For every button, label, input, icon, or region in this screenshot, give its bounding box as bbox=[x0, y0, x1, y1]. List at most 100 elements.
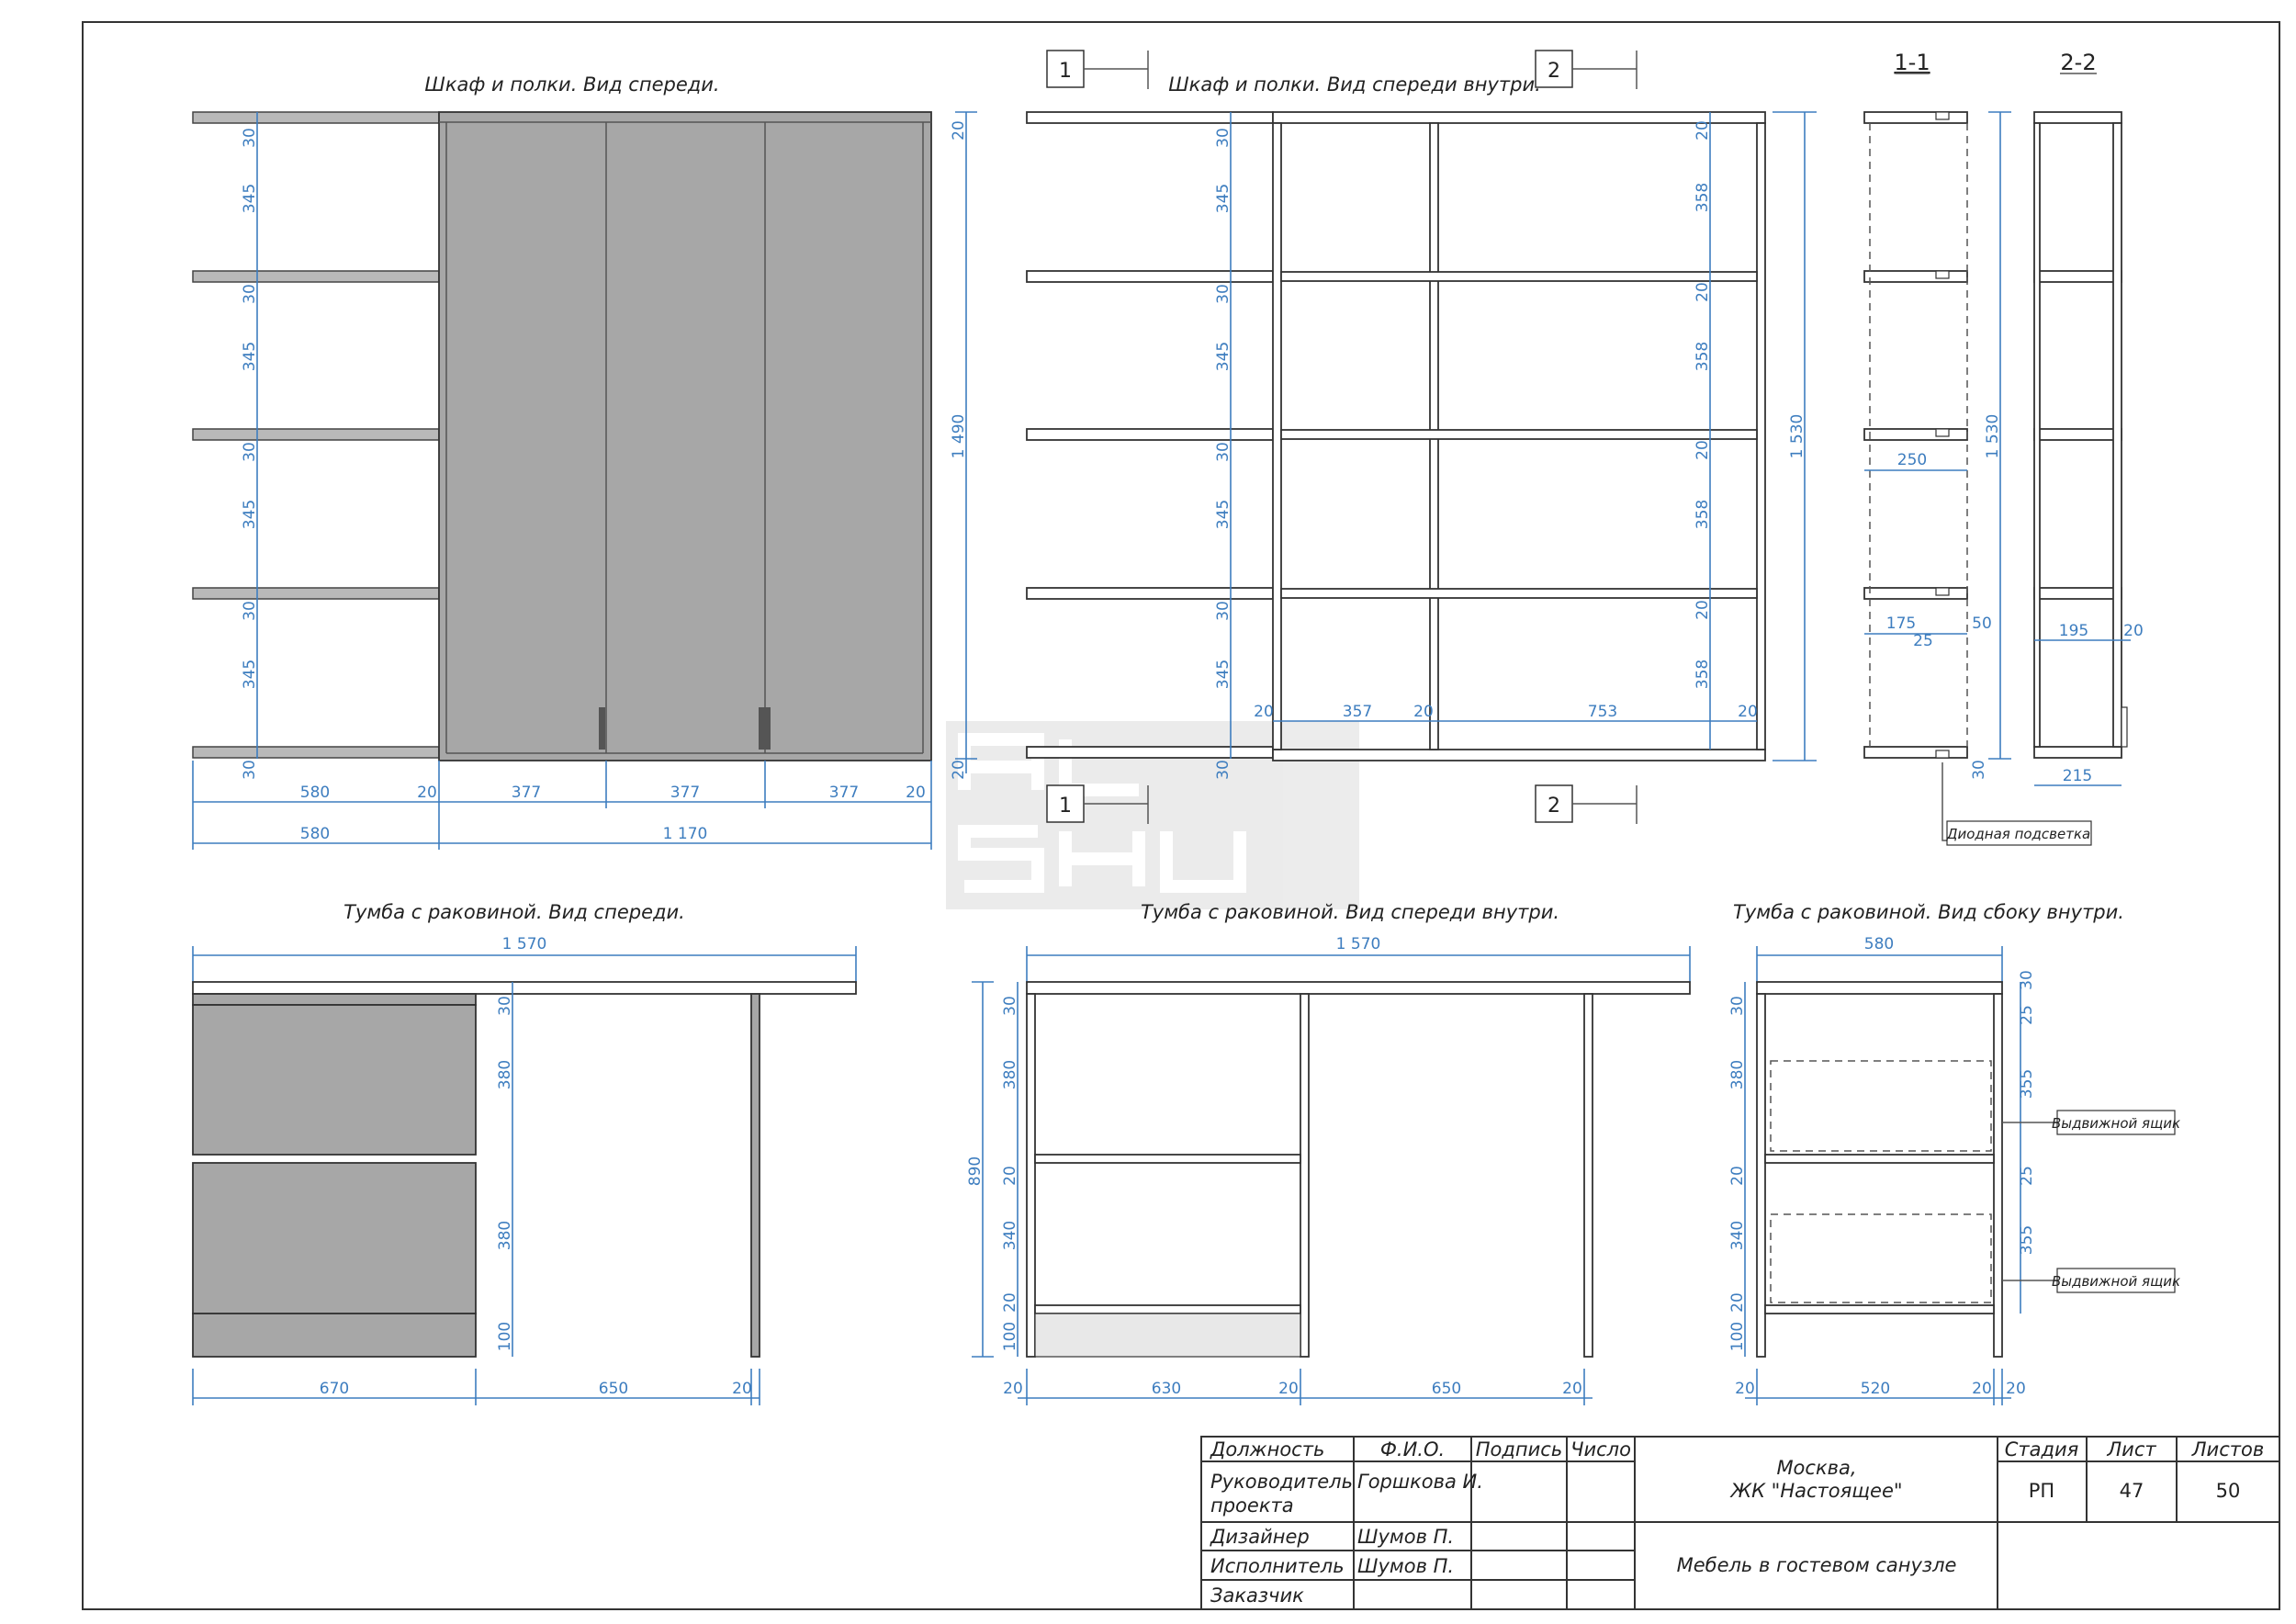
title-section-2: 2-2 bbox=[2060, 50, 2096, 75]
dim-label: 20 bbox=[1738, 703, 1758, 721]
dim-label: 30 bbox=[1214, 128, 1232, 148]
dim-label: 355 bbox=[2018, 1069, 2036, 1099]
tb-row4-position: Заказчик bbox=[1210, 1585, 1304, 1607]
tb-header-stage: Стадия bbox=[2005, 1438, 2079, 1460]
dim-label: 25 bbox=[2018, 1005, 2036, 1025]
tb-stage-value: РП bbox=[2029, 1480, 2054, 1502]
dim-label: 345 bbox=[1214, 500, 1232, 529]
section-marker-1-bottom: 1 bbox=[1046, 784, 1149, 824]
dim-label: 345 bbox=[1214, 342, 1232, 371]
dim-label: 30 bbox=[241, 284, 259, 304]
dim-label: 357 bbox=[1343, 703, 1372, 721]
dim-label: 650 bbox=[1432, 1380, 1461, 1398]
tb-header-sign: Подпись bbox=[1476, 1438, 1562, 1460]
led-callout: Диодная подсветка bbox=[1946, 820, 2092, 846]
section-marker-1-top: 1 bbox=[1046, 50, 1149, 89]
dim-label: 890 bbox=[966, 1156, 985, 1186]
dim-label: 345 bbox=[241, 660, 259, 689]
section-2-2-view bbox=[2033, 111, 2131, 786]
vanity-front-view bbox=[192, 946, 857, 1405]
tb-city: Москва, bbox=[1776, 1457, 1856, 1479]
dim-label: 20 bbox=[417, 784, 437, 802]
dim-label: 30 bbox=[2018, 970, 2036, 990]
dim-label: 1 530 bbox=[1788, 414, 1806, 459]
dim-label: 380 bbox=[496, 1221, 514, 1250]
dim-label: 20 bbox=[1254, 703, 1274, 721]
dim-label: 20 bbox=[2123, 622, 2144, 640]
dim-label: 30 bbox=[1001, 996, 1019, 1016]
dim-label: 1 530 bbox=[1984, 414, 2002, 459]
dim-label: 377 bbox=[670, 784, 700, 802]
tb-row1-position-b: проекта bbox=[1210, 1494, 1294, 1517]
dim-label: 580 bbox=[300, 784, 330, 802]
dim-label: 753 bbox=[1588, 703, 1617, 721]
watermark-text: ALSHU bbox=[1151, 908, 1154, 910]
dim-label: 358 bbox=[1694, 660, 1712, 689]
dim-label: 358 bbox=[1694, 183, 1712, 212]
tb-row3-name: Шумов П. bbox=[1357, 1555, 1454, 1577]
dim-label: 20 bbox=[732, 1380, 752, 1398]
dim-label: 380 bbox=[1728, 1060, 1747, 1089]
dim-label: 20 bbox=[1003, 1380, 1023, 1398]
dim-label: 340 bbox=[1728, 1221, 1747, 1250]
dim-label: 345 bbox=[241, 342, 259, 371]
dim-label: 20 bbox=[1001, 1166, 1019, 1186]
title-shelf-inside: Шкаф и полки. Вид спереди внутри. bbox=[1168, 73, 1541, 96]
tb-header-position: Должность bbox=[1210, 1438, 1324, 1460]
svg-text:Диодная подсветка: Диодная подсветка bbox=[1946, 826, 2090, 842]
dim-label: 30 bbox=[1970, 760, 1988, 780]
dim-label: 377 bbox=[829, 784, 859, 802]
tb-row1-position-a: Руководитель bbox=[1210, 1471, 1353, 1493]
drawer-callout-top: Выдвижной ящик bbox=[2052, 1110, 2180, 1135]
dim-label: 20 bbox=[906, 784, 926, 802]
dim-label: 50 bbox=[1972, 615, 1992, 633]
shelf-front-view bbox=[192, 111, 977, 850]
dim-label: 630 bbox=[1152, 1380, 1181, 1398]
dim-label: 30 bbox=[1728, 996, 1747, 1016]
section-marker-2-top: 2 bbox=[1535, 50, 1638, 89]
dim-label: 20 bbox=[1694, 120, 1712, 141]
dim-label: 1 570 bbox=[502, 935, 547, 953]
title-vanity-front: Тумба с раковиной. Вид спереди. bbox=[343, 901, 685, 923]
tb-row3-position: Исполнитель bbox=[1210, 1555, 1345, 1577]
dim-label: 380 bbox=[496, 1060, 514, 1089]
dim-label: 20 bbox=[2006, 1380, 2026, 1398]
dim-label: 650 bbox=[599, 1380, 628, 1398]
dim-label: 100 bbox=[496, 1322, 514, 1351]
dim-label: 670 bbox=[320, 1380, 349, 1398]
vanity-inside-view bbox=[972, 946, 1691, 1405]
dim-label: 30 bbox=[1214, 284, 1232, 304]
dim-label: 30 bbox=[1214, 760, 1232, 780]
title-vanity-side: Тумба с раковиной. Вид сбоку внутри. bbox=[1733, 901, 2124, 923]
tb-row2-name: Шумов П. bbox=[1357, 1526, 1454, 1548]
dim-label: 20 bbox=[1562, 1380, 1582, 1398]
dim-label: 358 bbox=[1694, 500, 1712, 529]
dim-label: 20 bbox=[1278, 1380, 1299, 1398]
dim-label: 358 bbox=[1694, 342, 1712, 371]
tb-header-date: Число bbox=[1570, 1438, 1631, 1460]
dim-label: 1 170 bbox=[663, 825, 708, 843]
drawer-callout-bottom: Выдвижной ящик bbox=[2052, 1268, 2180, 1293]
dim-label: 30 bbox=[241, 442, 259, 462]
dim-label: 340 bbox=[1001, 1221, 1019, 1250]
dim-label: 175 bbox=[1886, 615, 1916, 633]
svg-text:2: 2 bbox=[1548, 795, 1560, 818]
dim-label: 25 bbox=[2018, 1166, 2036, 1186]
title-shelf-front: Шкаф и полки. Вид спереди. bbox=[424, 73, 719, 96]
dim-label: 100 bbox=[1728, 1322, 1747, 1351]
dim-label: 20 bbox=[1694, 282, 1712, 302]
dim-label: 100 bbox=[1001, 1322, 1019, 1351]
dim-label: 345 bbox=[1214, 184, 1232, 213]
dim-label: 25 bbox=[1913, 632, 1933, 650]
shelf-inside-view bbox=[1026, 111, 1817, 761]
dim-label: 580 bbox=[300, 825, 330, 843]
dim-label: 20 bbox=[1694, 440, 1712, 460]
svg-text:2: 2 bbox=[1548, 60, 1560, 83]
dim-label: 20 bbox=[1728, 1166, 1747, 1186]
dim-label: 345 bbox=[1214, 660, 1232, 689]
title-section-1: 1-1 bbox=[1894, 50, 1930, 75]
dim-label: 1 490 bbox=[950, 414, 968, 459]
dim-label: 195 bbox=[2059, 622, 2088, 640]
tb-complex: ЖК "Настоящее" bbox=[1728, 1480, 1902, 1502]
